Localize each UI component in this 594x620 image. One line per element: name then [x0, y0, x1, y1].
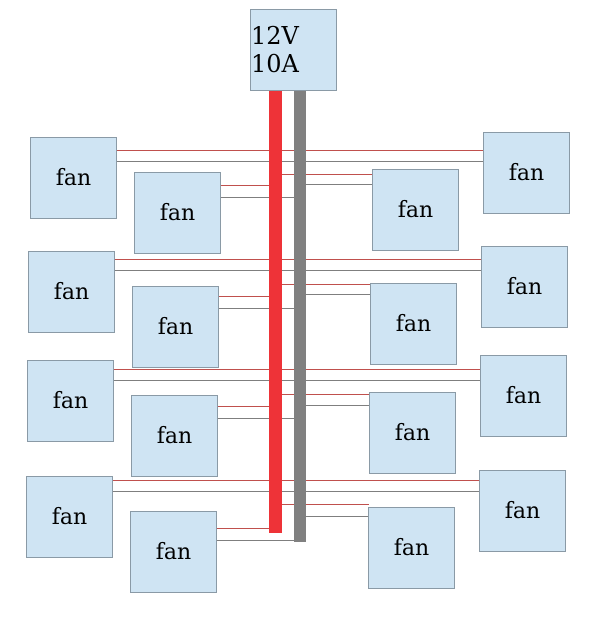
positive-wire	[275, 504, 369, 505]
fan-inner-left-4: fan	[130, 511, 217, 593]
negative-rail	[294, 90, 306, 542]
fan-inner-left-2: fan	[132, 286, 219, 368]
fan-label: fan	[397, 197, 434, 223]
positive-wire	[216, 406, 275, 407]
fan-inner-right-3: fan	[369, 392, 456, 474]
negative-wire	[220, 197, 300, 198]
positive-wire	[275, 394, 370, 395]
fan-outer-left-2: fan	[28, 251, 115, 333]
fan-label: fan	[506, 274, 543, 300]
fan-outer-right-4: fan	[479, 470, 566, 552]
fan-label: fan	[53, 279, 90, 305]
fan-label: fan	[504, 498, 541, 524]
fan-label: fan	[393, 535, 430, 561]
fan-inner-left-1: fan	[134, 172, 221, 254]
fan-outer-right-3: fan	[480, 355, 567, 437]
positive-wire	[218, 296, 275, 297]
negative-wire	[300, 184, 373, 185]
fan-inner-right-4: fan	[368, 507, 455, 589]
positive-wire	[220, 185, 275, 186]
fan-label: fan	[508, 160, 545, 186]
negative-wire	[300, 405, 370, 406]
power-supply-box: 12V 10A	[250, 9, 337, 91]
fan-label: fan	[157, 314, 194, 340]
negative-wire	[216, 418, 300, 419]
positive-wire	[275, 174, 373, 175]
fan-outer-right-1: fan	[483, 132, 570, 214]
fan-label: fan	[156, 423, 193, 449]
power-supply-label: 12V 10A	[251, 22, 299, 78]
fan-inner-right-1: fan	[372, 169, 459, 251]
fan-label: fan	[505, 383, 542, 409]
fan-outer-right-2: fan	[481, 246, 568, 328]
negative-wire	[300, 516, 369, 517]
fan-label: fan	[52, 388, 89, 414]
negative-wire	[218, 308, 300, 309]
fan-inner-right-2: fan	[370, 283, 457, 365]
fan-outer-left-1: fan	[30, 137, 117, 219]
fan-label: fan	[159, 200, 196, 226]
fan-label: fan	[395, 311, 432, 337]
positive-rail	[269, 90, 282, 533]
negative-wire	[300, 294, 371, 295]
fan-label: fan	[51, 504, 88, 530]
fan-inner-left-3: fan	[131, 395, 218, 477]
fan-label: fan	[155, 539, 192, 565]
positive-wire	[275, 284, 371, 285]
positive-wire	[216, 528, 275, 529]
fan-label: fan	[394, 420, 431, 446]
fan-outer-left-3: fan	[27, 360, 114, 442]
fan-label: fan	[55, 165, 92, 191]
fan-outer-left-4: fan	[26, 476, 113, 558]
negative-wire	[216, 540, 300, 541]
